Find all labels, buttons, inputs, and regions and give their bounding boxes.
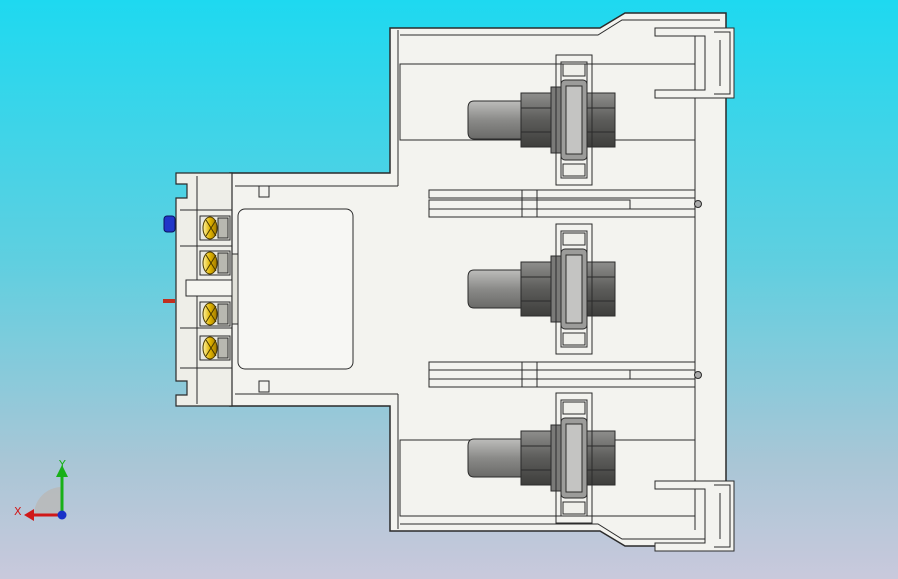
axis-triad: Y X bbox=[14, 458, 68, 521]
screw-lower bbox=[694, 371, 702, 379]
coil-window bbox=[237, 208, 354, 370]
status-indicator bbox=[163, 299, 175, 303]
separator-slots bbox=[428, 189, 696, 388]
clip-top bbox=[258, 185, 270, 198]
triad-plane bbox=[34, 487, 62, 515]
aux-contact-3[interactable] bbox=[199, 301, 231, 327]
mount-lug-top bbox=[654, 27, 735, 99]
mount-lug-bottom bbox=[654, 480, 735, 552]
aux-test-button[interactable] bbox=[163, 215, 176, 233]
screw-upper bbox=[694, 200, 702, 208]
aux-contact-1[interactable] bbox=[199, 215, 231, 241]
y-axis-label: Y bbox=[58, 458, 66, 471]
aux-slider[interactable] bbox=[185, 279, 237, 297]
clip-bottom bbox=[258, 380, 270, 393]
aux-contact-2[interactable] bbox=[199, 250, 231, 276]
z-axis-dot bbox=[57, 510, 67, 520]
x-axis-label: X bbox=[14, 505, 22, 518]
aux-contact-4[interactable] bbox=[199, 335, 231, 361]
